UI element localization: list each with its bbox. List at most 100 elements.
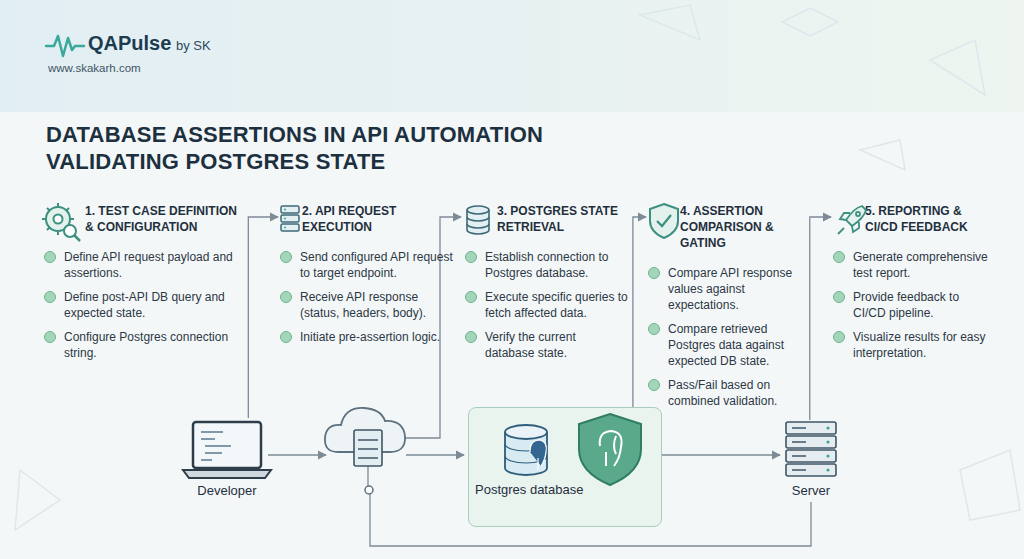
shield-icon bbox=[650, 204, 678, 238]
server-rack-icon bbox=[786, 450, 836, 462]
decoration bbox=[930, 40, 985, 95]
postgres-cylinder-icon bbox=[505, 432, 547, 475]
rocket-icon bbox=[840, 213, 859, 232]
gear-icon bbox=[74, 235, 80, 241]
device-node: Server bbox=[780, 420, 842, 500]
step-bullet: Configure Postgres connection string. bbox=[42, 329, 247, 361]
step-bullet: Generate comprehensive test report. bbox=[831, 249, 991, 281]
flow-line bbox=[268, 217, 811, 546]
diagram-title: DATABASE ASSERTIONS IN API AUTOMATION VA… bbox=[46, 121, 626, 175]
step-bullet: Establish connection to Postgres databas… bbox=[463, 249, 628, 281]
laptop-icon bbox=[183, 470, 271, 478]
step-heading: 4. ASSERTION COMPARISON & GATING bbox=[680, 203, 808, 251]
server-rack-icon bbox=[786, 422, 836, 476]
step-column: 2. API REQUEST EXECUTION Send configured … bbox=[278, 203, 456, 345]
step-bullet: Compare retrieved Postgres data against … bbox=[646, 321, 808, 369]
rocket-icon bbox=[838, 206, 866, 234]
database-box: Postgres database bbox=[468, 407, 662, 527]
server-rack-icon bbox=[786, 464, 836, 476]
gear-icon bbox=[54, 215, 63, 224]
step-bullet: Receive API response (status, headers, b… bbox=[278, 289, 456, 321]
database-icon bbox=[467, 206, 489, 214]
server-icon bbox=[284, 209, 286, 211]
rocket-icon bbox=[856, 212, 860, 216]
server-rack-icon bbox=[826, 426, 829, 429]
rocket-icon bbox=[846, 206, 866, 226]
header-band bbox=[0, 0, 1024, 112]
gear-icon bbox=[46, 207, 70, 231]
decoration bbox=[640, 5, 700, 40]
cloud-server-icon bbox=[325, 408, 405, 466]
postgres-cylinder-icon bbox=[505, 425, 547, 475]
step-bullet: Verify the current database state. bbox=[463, 329, 628, 361]
step-heading: 2. API REQUEST EXECUTION bbox=[302, 203, 456, 235]
step-bullet: Execute specific queries to fetch affect… bbox=[463, 289, 628, 321]
shield-icon bbox=[650, 204, 678, 238]
postgres-cylinder-icon bbox=[530, 440, 546, 470]
server-rack-icon bbox=[826, 454, 829, 457]
step-heading: 1. TEST CASE DEFINITION & CONFIGURATION bbox=[85, 203, 247, 235]
flow-connector bbox=[248, 217, 278, 418]
step-bullet: Pass/Fail based on combined validation. bbox=[646, 377, 808, 409]
decoration bbox=[15, 470, 60, 530]
gear-icon bbox=[42, 203, 80, 241]
postgres-shield-icon bbox=[579, 414, 641, 485]
server-rack-icon bbox=[792, 428, 806, 470]
cloud-server-icon bbox=[358, 440, 378, 458]
step-column: 4. ASSERTION COMPARISON & GATING Compare … bbox=[646, 203, 808, 409]
step-column: 1. TEST CASE DEFINITION & CONFIGURATION D… bbox=[42, 203, 247, 361]
shield-icon bbox=[657, 215, 671, 226]
server-icon bbox=[281, 206, 299, 231]
step-heading: 3. POSTGRES STATE RETRIEVAL bbox=[497, 203, 628, 235]
server-icon bbox=[281, 224, 299, 231]
server-rack-icon bbox=[786, 436, 836, 448]
server-icon bbox=[284, 227, 286, 229]
step-bullet: Provide feedback to CI/CD pipeline. bbox=[831, 289, 991, 321]
step-bullet: Initiate pre-assertion logic. bbox=[278, 329, 456, 345]
postgres-cylinder-icon bbox=[505, 425, 547, 439]
junction-dot bbox=[365, 486, 373, 494]
database-icon bbox=[467, 210, 489, 234]
server-rack-icon bbox=[786, 422, 836, 434]
logo-pulse bbox=[46, 36, 84, 56]
step-bullet: Compare API response values against expe… bbox=[646, 265, 808, 313]
postgres-shield-icon bbox=[579, 414, 641, 485]
rocket-icon bbox=[838, 228, 844, 234]
logo-pulse bbox=[46, 36, 84, 56]
postgres-cylinder-icon bbox=[505, 444, 547, 463]
postgres-shield-icon bbox=[600, 431, 622, 466]
server-icon bbox=[281, 206, 299, 213]
cloud-server-icon bbox=[325, 408, 405, 452]
server-rack-icon bbox=[826, 468, 829, 471]
server-icon bbox=[284, 218, 286, 220]
database-icon bbox=[467, 217, 489, 228]
laptop-icon bbox=[183, 422, 271, 478]
step-bullet: Visualize results for easy interpretatio… bbox=[831, 329, 991, 361]
gear-icon bbox=[64, 225, 76, 237]
device-node: Developer bbox=[186, 418, 268, 500]
step-bullet: Send configured API request to target en… bbox=[278, 249, 456, 281]
flow-line bbox=[406, 454, 464, 455]
junction-dot bbox=[365, 486, 373, 494]
step-bullet: Define API request payload and assertion… bbox=[42, 249, 247, 281]
server-icon bbox=[281, 215, 299, 222]
logo-text: QAPulse bbox=[88, 32, 171, 55]
flow-connector bbox=[810, 217, 831, 420]
node-label: Developer bbox=[176, 483, 278, 498]
decoration bbox=[782, 8, 838, 36]
laptop-icon bbox=[193, 422, 261, 468]
laptop-icon bbox=[201, 432, 231, 460]
decoration bbox=[15, 5, 1020, 530]
flow-connector bbox=[662, 454, 780, 455]
server-rack-icon bbox=[826, 440, 829, 443]
node-label: Postgres database bbox=[475, 482, 583, 497]
decoration bbox=[860, 140, 905, 170]
decoration bbox=[960, 450, 1020, 520]
flow-connector bbox=[633, 217, 646, 407]
database-icon bbox=[467, 206, 489, 234]
website-url: www.skakarh.com bbox=[48, 62, 141, 74]
